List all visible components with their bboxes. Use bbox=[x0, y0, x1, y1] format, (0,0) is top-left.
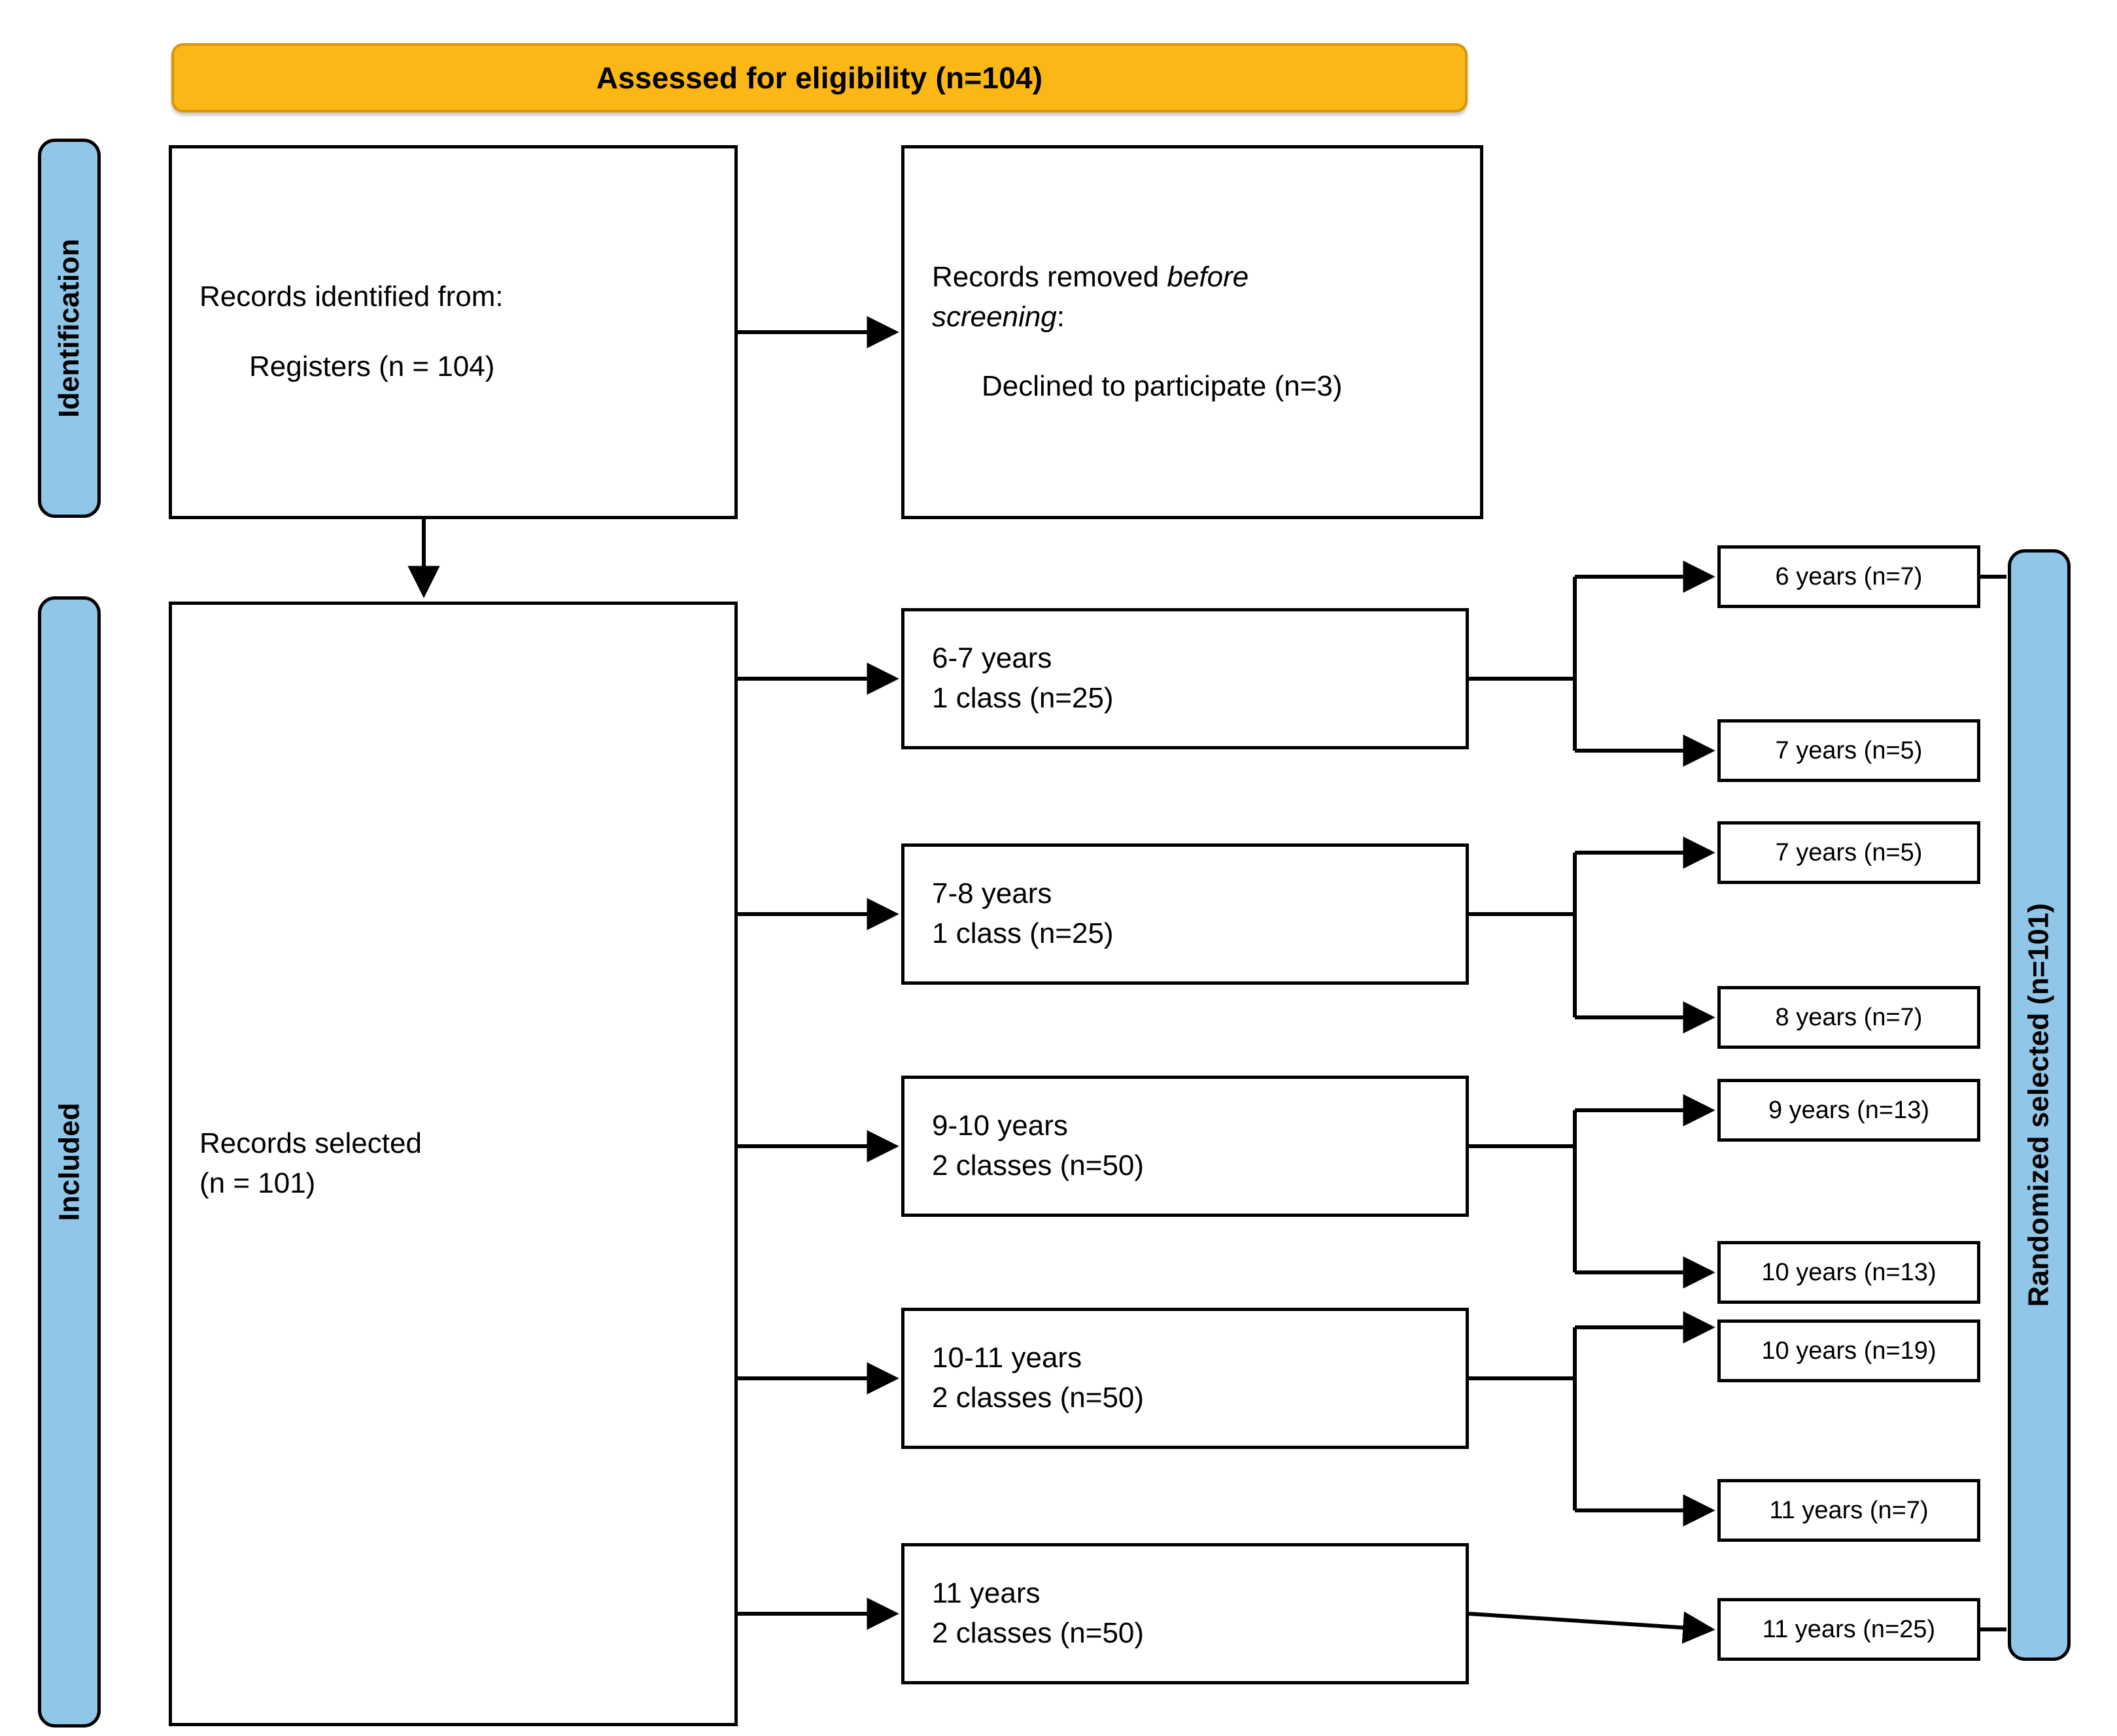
age-group-box: 6-7 years 1 class (n=25) bbox=[901, 608, 1469, 749]
age-group-classes: 2 classes (n=50) bbox=[932, 1149, 1145, 1182]
age-leaf-label: 11 years (n=25) bbox=[1762, 1615, 1936, 1643]
records-removed-box: Records removed before screening: Declin… bbox=[901, 145, 1483, 519]
assessed-for-eligibility-banner: Assessed for eligibility (n=104) bbox=[171, 43, 1468, 112]
age-leaf-box: 8 years (n=7) bbox=[1717, 986, 1980, 1049]
records-removed-italic-screening: screening bbox=[932, 300, 1057, 333]
records-selected-line1: Records selected bbox=[199, 1127, 422, 1160]
records-removed-colon: : bbox=[1056, 300, 1065, 333]
age-group-box: 9-10 years 2 classes (n=50) bbox=[901, 1076, 1469, 1217]
records-selected-line2: (n = 101) bbox=[199, 1167, 316, 1199]
age-group-range: 6-7 years bbox=[932, 642, 1052, 675]
records-removed-line1: Records removed before bbox=[904, 258, 1480, 298]
records-identified-line2: Registers (n = 104) bbox=[249, 350, 495, 383]
records-removed-italic-before: before bbox=[1167, 260, 1249, 293]
age-group-classes: 2 classes (n=50) bbox=[932, 1382, 1145, 1414]
stage-label-included: Included bbox=[53, 1102, 85, 1221]
stage-bar-included: Included bbox=[38, 596, 101, 1727]
age-group-range: 7-8 years bbox=[932, 877, 1052, 910]
age-group-box: 10-11 years 2 classes (n=50) bbox=[901, 1308, 1469, 1449]
age-group-range: 10-11 years bbox=[932, 1342, 1082, 1374]
age-group-range: 11 years bbox=[932, 1577, 1041, 1610]
age-leaf-box: 10 years (n=13) bbox=[1717, 1241, 1980, 1304]
page-title: Assessed for eligibility (n=104) bbox=[596, 61, 1043, 95]
age-group-classes: 2 classes (n=50) bbox=[932, 1617, 1145, 1649]
records-removed-prefix: Records removed bbox=[932, 260, 1167, 293]
age-leaf-box: 11 years (n=25) bbox=[1717, 1598, 1980, 1661]
age-group-classes: 1 class (n=25) bbox=[932, 682, 1114, 714]
records-removed-line3: Declined to participate (n=3) bbox=[982, 370, 1343, 403]
stage-bar-randomized-selected: Randomized selected (n=101) bbox=[2008, 549, 2071, 1661]
age-leaf-box: 7 years (n=5) bbox=[1717, 821, 1980, 884]
age-leaf-label: 9 years (n=13) bbox=[1768, 1096, 1930, 1124]
age-leaf-label: 7 years (n=5) bbox=[1775, 736, 1923, 764]
age-leaf-box: 6 years (n=7) bbox=[1717, 545, 1980, 608]
age-leaf-label: 11 years (n=7) bbox=[1769, 1496, 1929, 1524]
records-removed-line2: screening: bbox=[904, 298, 1480, 337]
age-group-range: 9-10 years bbox=[932, 1110, 1068, 1142]
age-group-classes: 1 class (n=25) bbox=[932, 917, 1114, 949]
stage-label-identification: Identification bbox=[53, 239, 85, 418]
age-group-box: 7-8 years 1 class (n=25) bbox=[901, 843, 1469, 985]
stage-bar-identification: Identification bbox=[38, 139, 101, 518]
age-leaf-label: 8 years (n=7) bbox=[1775, 1003, 1923, 1031]
age-leaf-label: 7 years (n=5) bbox=[1775, 838, 1923, 866]
records-selected-box: Records selected (n = 101) bbox=[169, 602, 738, 1726]
age-leaf-box: 10 years (n=19) bbox=[1717, 1319, 1980, 1382]
age-leaf-box: 11 years (n=7) bbox=[1717, 1479, 1980, 1542]
age-leaf-box: 7 years (n=5) bbox=[1717, 719, 1980, 782]
age-leaf-label: 6 years (n=7) bbox=[1775, 562, 1923, 590]
age-leaf-label: 10 years (n=13) bbox=[1761, 1258, 1936, 1286]
age-group-box: 11 years 2 classes (n=50) bbox=[901, 1543, 1469, 1684]
records-identified-box: Records identified from: Registers (n = … bbox=[169, 145, 738, 519]
age-leaf-box: 9 years (n=13) bbox=[1717, 1079, 1980, 1142]
records-identified-line1: Records identified from: bbox=[199, 281, 504, 313]
stage-label-randomized-selected: Randomized selected (n=101) bbox=[2023, 903, 2056, 1307]
age-leaf-label: 10 years (n=19) bbox=[1761, 1336, 1936, 1365]
